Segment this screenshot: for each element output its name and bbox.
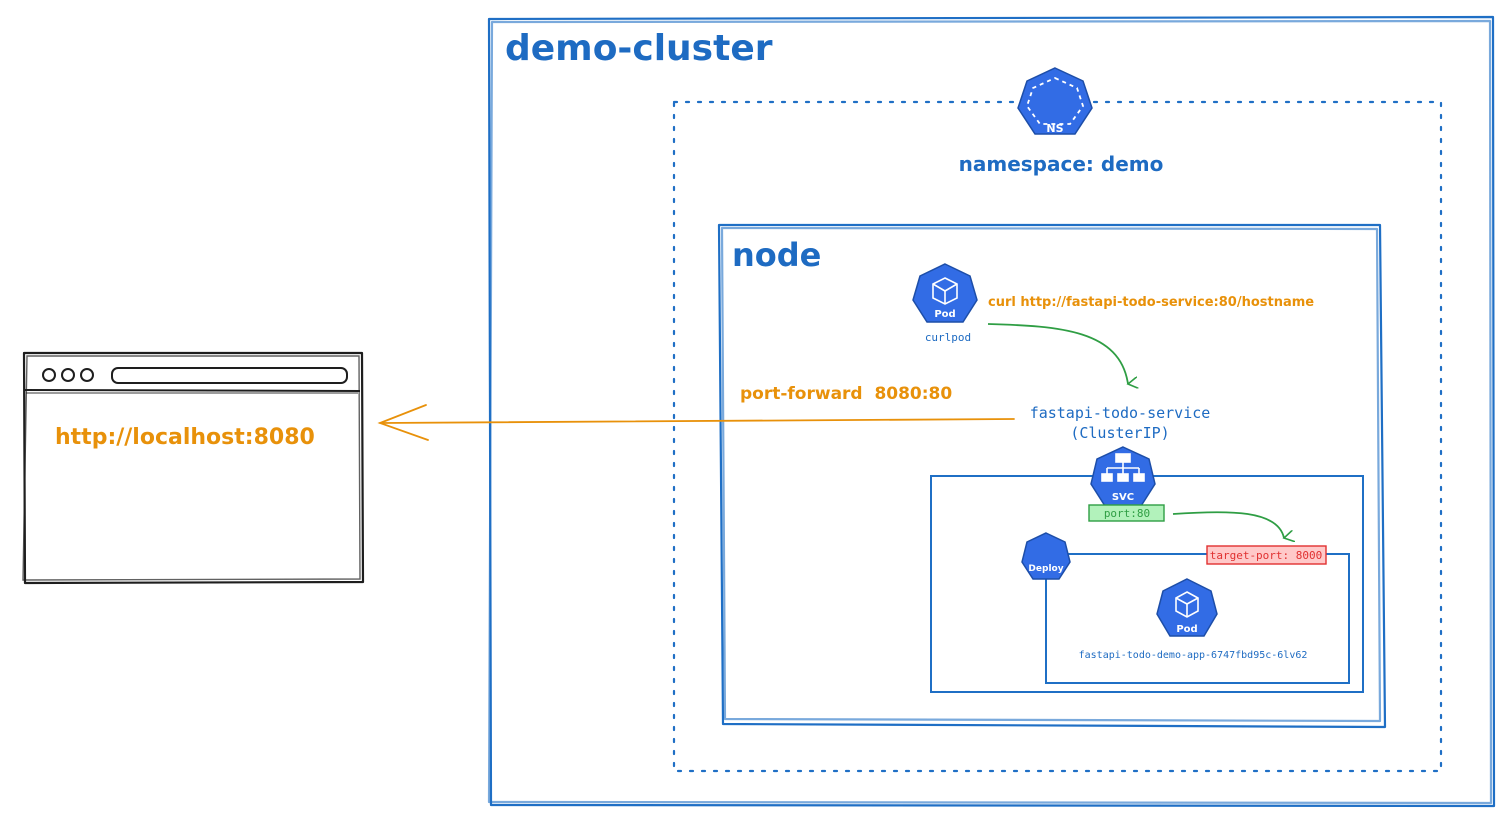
namespace-box [672, 100, 1443, 773]
service-icon: SVC [1090, 446, 1156, 507]
deployment-icon-label: Deploy [1028, 564, 1063, 574]
namespace-icon: NS [1017, 67, 1093, 135]
curlpod-icon-label: Pod [934, 309, 955, 320]
curl-to-service-arrow [987, 323, 1128, 384]
deployment-icon: Deploy [1021, 532, 1071, 580]
service-type: (ClusterIP) [1070, 424, 1169, 442]
node-box [717, 223, 1387, 729]
curlpod-name: curlpod [925, 331, 971, 344]
port-forward-arrow [377, 404, 1015, 441]
node-title: node [732, 236, 821, 274]
app-pod-icon-label: Pod [1176, 624, 1197, 635]
cluster-box [487, 15, 1496, 808]
pod-icon: Pod [912, 263, 978, 323]
browser-url: http://localhost:8080 [55, 425, 315, 450]
app-pod-icon: Pod [1156, 578, 1218, 637]
browser-window-icon [22, 351, 365, 585]
namespace-icon-label: NS [1046, 122, 1063, 135]
service-icon-label: SVC [1112, 492, 1134, 503]
namespace-label: namespace: demo [959, 152, 1164, 176]
app-pod-name: fastapi-todo-demo-app-6747fbd95c-6lv62 [1079, 650, 1308, 661]
target-port-label: target-port: 8000 [1210, 549, 1323, 562]
cluster-title: demo-cluster [505, 28, 773, 69]
curl-command: curl http://fastapi-todo-service:80/host… [988, 295, 1314, 310]
target-port-tag: target-port: 8000 [1206, 545, 1327, 565]
service-port-label: port:80 [1104, 507, 1150, 520]
service-port-tag: port:80 [1088, 504, 1165, 522]
service-name: fastapi-todo-service [1030, 404, 1211, 422]
port-forward-label: port-forward 8080:80 [740, 384, 952, 404]
port-to-target-arrow [1172, 511, 1284, 538]
deployment-box [1045, 553, 1350, 684]
